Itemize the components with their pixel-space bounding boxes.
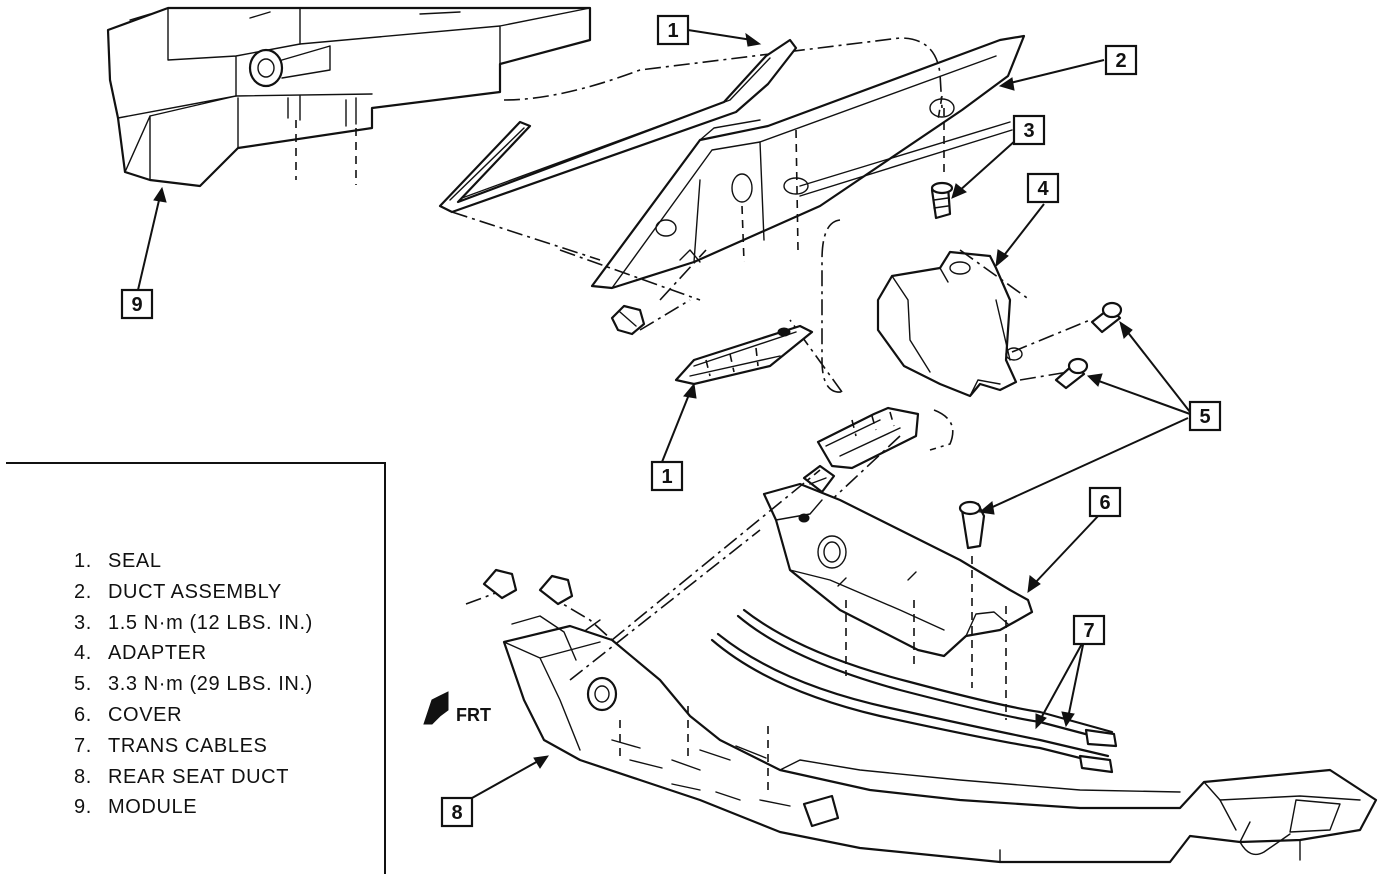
legend-item: 2. DUCT ASSEMBLY [74, 577, 313, 608]
legend-label: COVER [108, 703, 183, 726]
cover-screw-part [958, 500, 986, 550]
legend-label: REAR SEAT DUCT [108, 765, 290, 788]
legend-number: 8. [74, 765, 92, 788]
callout-1-top: 1 [656, 14, 690, 46]
legend-number: 9. [74, 796, 92, 819]
svg-text:9: 9 [131, 294, 142, 316]
svg-text:2: 2 [1115, 50, 1126, 72]
legend-label: MODULE [108, 796, 198, 819]
legend-item: 6. COVER [74, 700, 313, 731]
leader-lines [137, 29, 1191, 799]
screw-small-part [930, 181, 954, 220]
seal-lower-part [610, 249, 814, 386]
legend-item: 4. ADAPTER [74, 638, 313, 669]
seal-upper-part [438, 38, 798, 301]
legend-label: ADAPTER [108, 642, 207, 665]
callout-9: 9 [120, 288, 154, 320]
svg-text:7: 7 [1083, 620, 1094, 642]
callout-8: 8 [440, 796, 474, 828]
legend-item: 9. MODULE [74, 792, 313, 823]
svg-text:3: 3 [1023, 120, 1034, 142]
legend-number: 7. [74, 734, 92, 757]
legend-panel: 1. SEAL 2. DUCT ASSEMBLY 3. 1.5 N·m (12 LBS… [6, 462, 386, 874]
callout-6: 6 [1088, 486, 1122, 518]
legend-item: 1. SEAL [74, 546, 313, 577]
callout-7: 7 [1072, 614, 1106, 646]
rear-seat-duct-part [465, 469, 1378, 864]
svg-text:5: 5 [1199, 406, 1210, 428]
svg-text:8: 8 [451, 802, 462, 824]
legend-label: 1.5 N·m (12 LBS. IN.) [108, 611, 313, 634]
duct-assembly-part [503, 34, 1026, 290]
legend-label: SEAL [108, 550, 162, 572]
front-arrow-icon [423, 691, 449, 725]
callout-4: 4 [1026, 172, 1060, 204]
cover-part [762, 464, 1034, 720]
front-direction-label: FRT [456, 705, 491, 725]
legend-item: 8. REAR SEAT DUCT [74, 762, 313, 793]
legend-number: 1. [74, 550, 92, 572]
svg-text:1: 1 [661, 466, 672, 488]
legend-label: TRANS CABLES [108, 734, 268, 757]
adapter-part [789, 219, 1091, 398]
bolts-part [1054, 301, 1123, 390]
trans-cables-part [710, 608, 1118, 774]
svg-text:4: 4 [1037, 178, 1049, 200]
legend-number: 4. [74, 642, 92, 665]
legend-number: 6. [74, 703, 92, 726]
legend-item: 7. TRANS CABLES [74, 731, 313, 762]
module-part [106, 6, 592, 188]
callout-5: 5 [1188, 400, 1222, 432]
legend-item: 5. 3.3 N·m (29 LBS. IN.) [74, 669, 313, 700]
legend-item: 3. 1.5 N·m (12 LBS. IN.) [74, 608, 313, 639]
legend-list: 1. SEAL 2. DUCT ASSEMBLY 3. 1.5 N·m (12 LBS… [74, 546, 313, 823]
callout-3: 3 [1012, 114, 1046, 146]
legend-number: 5. [74, 673, 92, 696]
legend-label: 3.3 N·m (29 LBS. IN.) [108, 673, 313, 696]
legend-number: 2. [74, 580, 92, 603]
callout-2: 2 [1104, 44, 1138, 76]
legend-number: 3. [74, 611, 92, 634]
callout-1-bottom: 1 [650, 460, 684, 492]
svg-text:6: 6 [1099, 492, 1110, 514]
legend-label: DUCT ASSEMBLY [108, 580, 282, 603]
svg-text:1: 1 [667, 20, 678, 42]
